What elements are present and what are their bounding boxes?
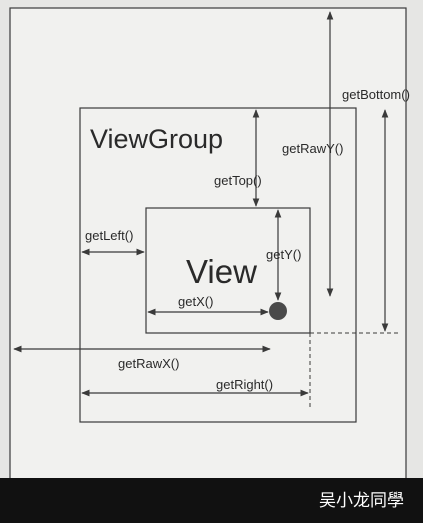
watermark-band <box>0 478 423 523</box>
get-raw-y-label: getRawY() <box>282 141 343 156</box>
get-top-label: getTop() <box>214 173 262 188</box>
viewgroup-box <box>79 107 357 423</box>
get-left-label: getLeft() <box>85 228 133 243</box>
view-label: View <box>186 253 257 290</box>
get-x-label: getX() <box>178 294 213 309</box>
get-right-label: getRight() <box>216 377 273 392</box>
watermark-text: 吴小龙同學 <box>319 491 404 511</box>
get-raw-x-label: getRawX() <box>118 356 179 371</box>
touch-point-dot <box>269 302 287 320</box>
viewgroup-label: ViewGroup <box>90 124 223 154</box>
get-bottom-label: getBottom() <box>342 87 410 102</box>
get-y-label: getY() <box>266 247 301 262</box>
view-box <box>145 207 311 334</box>
screen-box <box>9 7 407 509</box>
